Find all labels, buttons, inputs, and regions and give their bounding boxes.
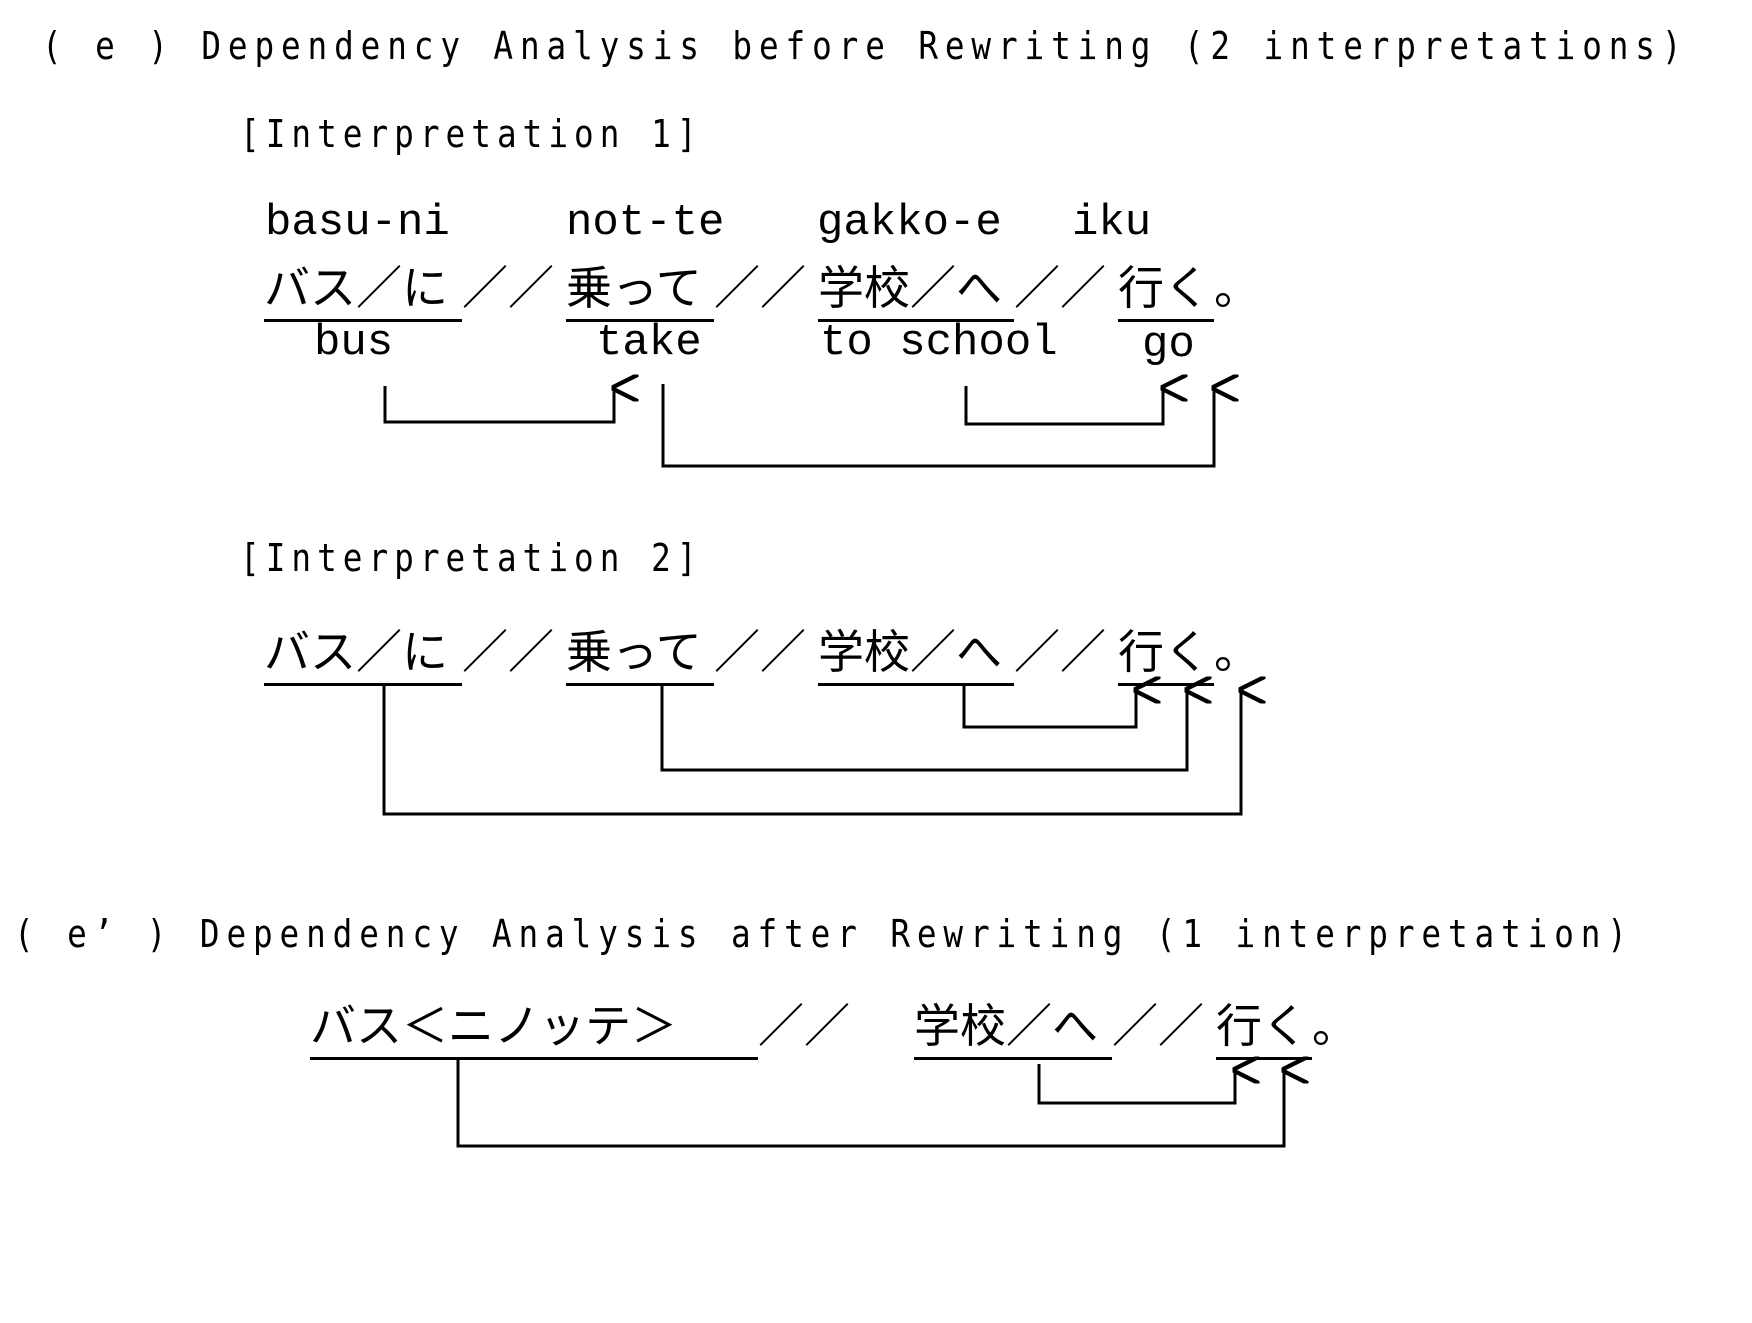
segment-iku: 行く: [1216, 990, 1312, 1060]
interpretation-1-label: [Interpretation 1]: [240, 112, 703, 156]
segment-separator: ／／: [462, 261, 554, 315]
gloss-word: take: [596, 318, 702, 368]
segment-iku: 行く: [1118, 252, 1214, 322]
segment-gakko-e: 学校／へ: [818, 616, 1014, 686]
segment-separator: ／／: [1014, 625, 1106, 679]
segment-period: 。: [1214, 261, 1260, 315]
segment-separator: ／／: [1014, 261, 1106, 315]
dependency-arrow-bus-to-iku-2: [382, 684, 1241, 816]
segment-separator: ／／: [462, 625, 554, 679]
dependency-arrow-gakko-to-iku: [964, 386, 1163, 426]
interpretation-2-sentence: バス／に ／／ 乗って ／／ 学校／へ ／／ 行く 。: [264, 616, 1260, 686]
rewritten-sentence: バス＜ニノッテ＞ ／／ 学校／へ ／／ 行く 。: [310, 990, 1358, 1060]
segment-bus-ni: バス／に: [264, 616, 462, 686]
dependency-arrow-bus-ninotte-to-iku: [456, 1060, 1284, 1148]
segment-bus-ninotte: バス＜ニノッテ＞: [310, 990, 758, 1060]
gloss-word: to school: [820, 318, 1058, 368]
section-heading-before: ( e ) Dependency Analysis before Rewriti…: [42, 24, 1689, 68]
romanization-word: not-te: [566, 198, 725, 248]
dependency-arrow-bus-to-notte: [383, 386, 614, 424]
segment-separator: ／／: [758, 999, 850, 1053]
dependency-arrow-notte-to-iku-2: [660, 684, 1187, 772]
section-heading-after: ( e’ ) Dependency Analysis after Rewriti…: [14, 912, 1634, 956]
segment-period: 。: [1312, 999, 1358, 1053]
segment-period: 。: [1214, 625, 1260, 679]
segment-notte: 乗って: [566, 252, 714, 322]
romanization-word: iku: [1072, 198, 1152, 248]
segment-separator: ／／: [714, 261, 806, 315]
segment-bus-ni: バス／に: [264, 252, 462, 322]
interpretation-2-label: [Interpretation 2]: [240, 536, 703, 580]
dependency-arrow-gakko-to-iku-2: [962, 686, 1136, 729]
interpretation-1-sentence: バス／に ／／ 乗って ／／ 学校／へ ／／ 行く 。: [264, 252, 1260, 322]
segment-gakko-e: 学校／へ: [818, 252, 1014, 322]
romanization-word: gakko-e: [817, 198, 1002, 248]
segment-notte: 乗って: [566, 616, 714, 686]
segment-separator: ／／: [714, 625, 806, 679]
dependency-arrow-notte-to-iku: [661, 384, 1214, 468]
dependency-arrow-gakko-to-iku-3: [1037, 1064, 1235, 1105]
segment-separator: ／／: [1112, 999, 1204, 1053]
segment-iku: 行く: [1118, 616, 1214, 686]
gloss-word: bus: [314, 318, 394, 368]
segment-gakko-e: 学校／へ: [914, 990, 1112, 1060]
gloss-word: go: [1142, 320, 1195, 370]
romanization-word: basu-ni: [265, 198, 450, 248]
